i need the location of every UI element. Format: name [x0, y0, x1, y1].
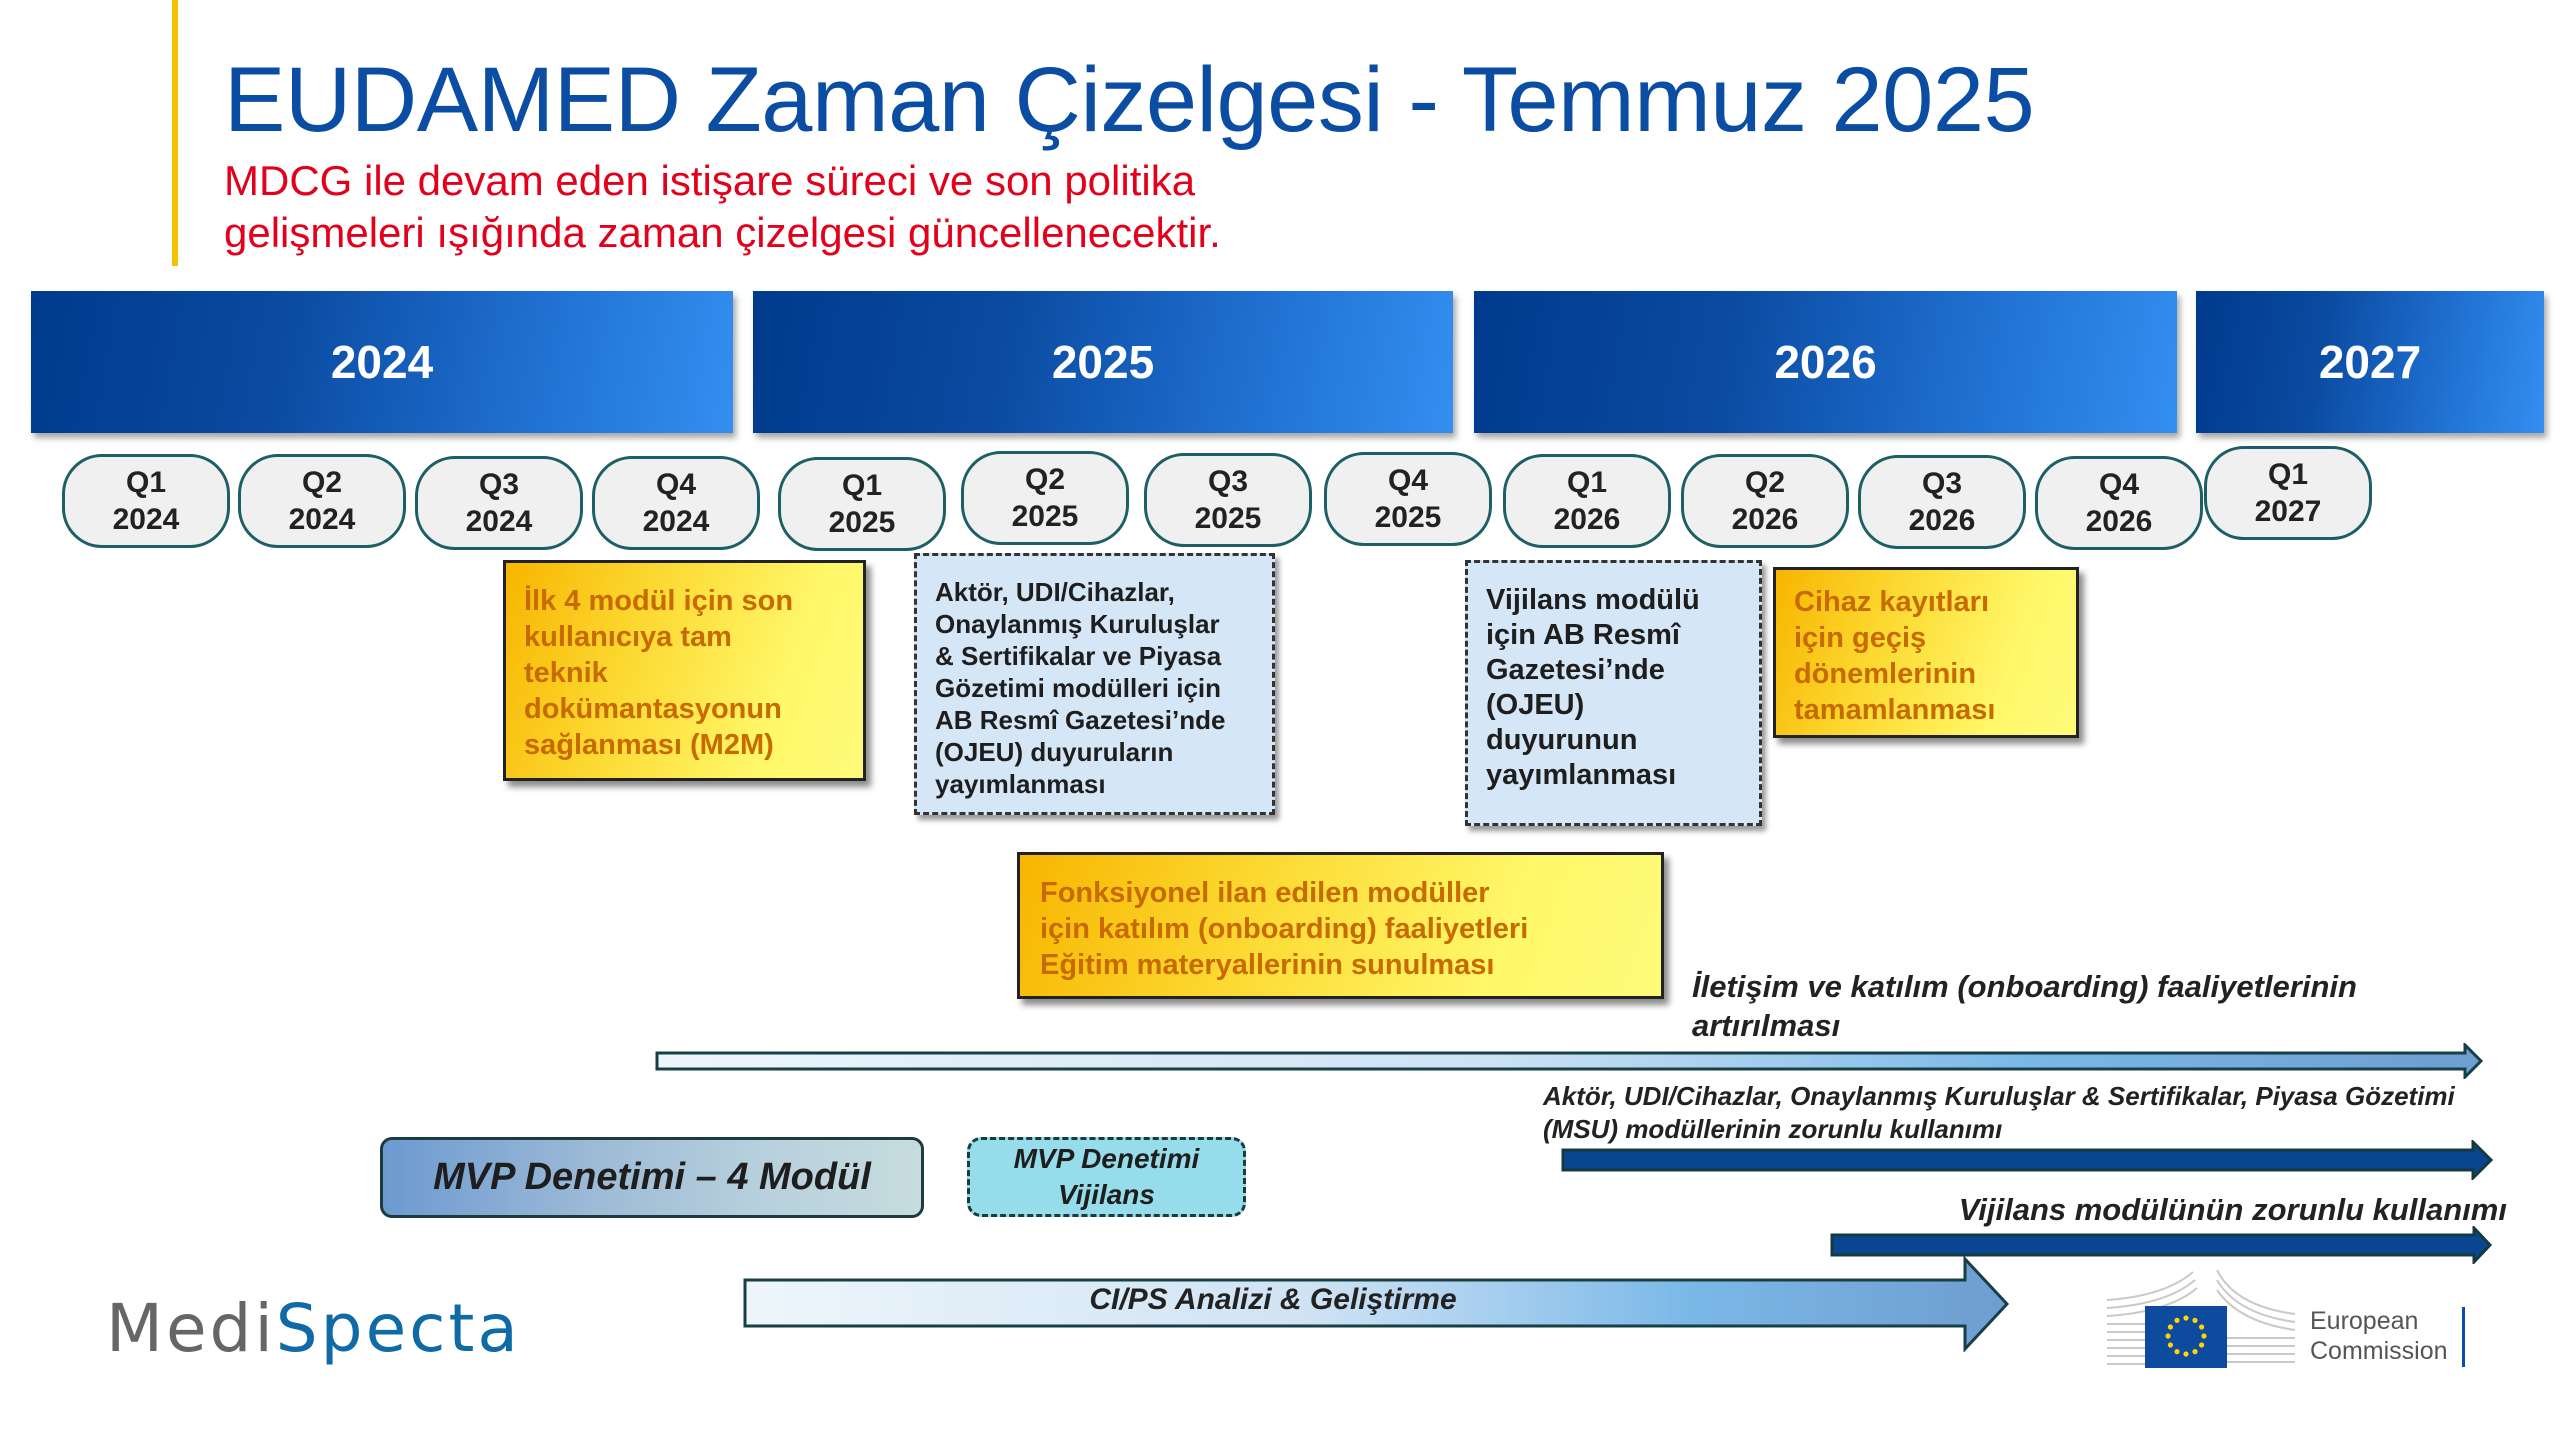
medispecta-logo: MediSpecta	[106, 1290, 521, 1367]
quarter-year: 2024	[642, 505, 710, 538]
quarter-year: 2025	[1194, 502, 1262, 535]
mandatory-vigilance-arrow-label: Vijilans modülünün zorunlu kullanımı	[1958, 1192, 2507, 1227]
quarter-year: 2026	[1553, 503, 1621, 536]
quarter-label: Q1	[125, 466, 167, 499]
quarter-label: Q4	[1387, 464, 1429, 497]
cips-arrow-label: CI/PS Analizi & Geliştirme	[1089, 1283, 1457, 1316]
quarter-year: 2025	[828, 506, 896, 539]
milestone-ojeu-modules: Aktör, UDI/Cihazlar, Onaylanmış Kuruluşl…	[914, 553, 1275, 815]
milestone-ojeu-vigilance: Vijilans modülü için AB Resmî Gazetesi’n…	[1465, 560, 1762, 826]
quarter-pill-q4-2024: Q4 2024	[592, 456, 760, 550]
milestone-m2m-documentation: İlk 4 modül için son kullanıcıya tam tek…	[503, 560, 866, 781]
eu-logo-divider	[2462, 1307, 2465, 1367]
european-commission-text: European Commission	[2310, 1307, 2448, 1365]
quarter-label: Q3	[478, 468, 520, 501]
quarter-pill-q1-2024: Q1 2024	[62, 454, 230, 548]
year-bar-2026: 2026	[1474, 291, 2177, 433]
eu-flag-icon	[2145, 1306, 2227, 1368]
quarter-label: Q3	[1207, 465, 1249, 498]
quarter-label: Q1	[2267, 458, 2309, 491]
quarter-label: Q2	[301, 466, 343, 499]
year-bar-2025: 2025	[753, 291, 1453, 433]
quarter-pill-q3-2026: Q3 2026	[1858, 455, 2026, 549]
mvp-audit-vigilance: MVP Denetimi Vijilans	[967, 1137, 1246, 1217]
quarter-label: Q4	[655, 468, 697, 501]
milestone-transition-periods: Cihaz kayıtları için geçiş dönemlerinin …	[1773, 567, 2079, 738]
quarter-year: 2026	[1908, 504, 1976, 537]
quarter-label: Q2	[1024, 463, 1066, 496]
medispecta-logo-part2: Specta	[275, 1290, 521, 1367]
medispecta-logo-part1: Medi	[106, 1290, 276, 1367]
quarter-label: Q3	[1921, 467, 1963, 500]
quarter-label: Q4	[2098, 468, 2140, 501]
quarter-year: 2024	[112, 503, 180, 536]
quarter-pill-q4-2025: Q4 2025	[1324, 452, 1492, 546]
quarter-pill-q4-2026: Q4 2026	[2035, 456, 2203, 550]
quarter-year: 2025	[1374, 501, 1442, 534]
eu-stars-icon	[2165, 1315, 2207, 1357]
quarter-pill-q2-2024: Q2 2024	[238, 454, 406, 548]
quarter-pill-q2-2026: Q2 2026	[1681, 454, 1849, 548]
quarter-pill-q1-2026: Q1 2026	[1503, 454, 1671, 548]
mvp-audit-4-modules: MVP Denetimi – 4 Modül	[380, 1137, 924, 1218]
page-subtitle: MDCG ile devam eden istişare süreci ve s…	[224, 157, 1221, 256]
quarter-pill-q1-2025: Q1 2025	[778, 457, 946, 551]
communication-arrow-label: İletişim ve katılım (onboarding) faaliye…	[1692, 969, 2357, 1043]
quarter-pill-q2-2025: Q2 2025	[961, 451, 1129, 545]
quarter-label: Q1	[1566, 466, 1608, 499]
quarter-label: Q2	[1744, 466, 1786, 499]
accent-line	[172, 0, 178, 266]
page-title: EUDAMED Zaman Çizelgesi - Temmuz 2025	[224, 49, 2035, 151]
quarter-label: Q1	[841, 469, 883, 502]
quarter-year: 2024	[288, 503, 356, 536]
quarter-pill-q3-2024: Q3 2024	[415, 456, 583, 550]
year-bar-2027: 2027	[2196, 291, 2544, 433]
mandatory-vigilance-arrow	[1830, 1226, 2493, 1264]
quarter-year: 2026	[2085, 505, 2153, 538]
quarter-year: 2024	[465, 505, 533, 538]
quarter-pill-q1-2027: Q1 2027	[2204, 446, 2372, 540]
quarter-year: 2025	[1011, 500, 1079, 533]
quarter-year: 2027	[2254, 495, 2322, 528]
mandatory-msu-arrow-label: Aktör, UDI/Cihazlar, Onaylanmış Kuruluşl…	[1543, 1081, 2455, 1144]
communication-arrow	[655, 1043, 2484, 1079]
quarter-pill-q3-2025: Q3 2025	[1144, 453, 1312, 547]
european-commission-logo	[2106, 1269, 2296, 1368]
mandatory-msu-arrow	[1561, 1140, 2494, 1180]
quarter-year: 2026	[1731, 503, 1799, 536]
milestone-onboarding-activities: Fonksiyonel ilan edilen modüller için ka…	[1017, 852, 1664, 999]
cips-arrow	[743, 1256, 2010, 1352]
year-bar-2024: 2024	[31, 291, 733, 433]
